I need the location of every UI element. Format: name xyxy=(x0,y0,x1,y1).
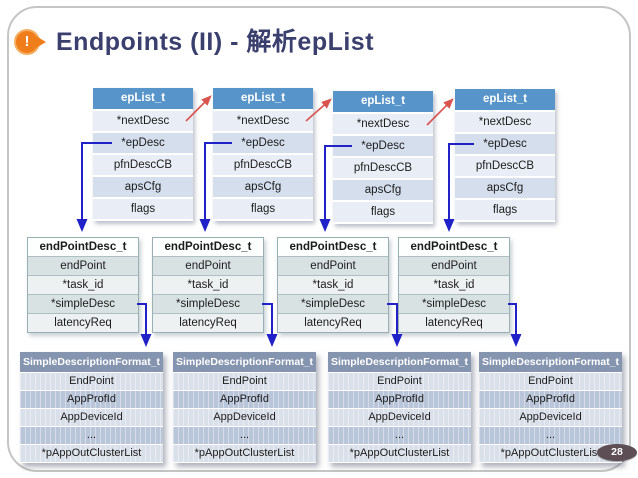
table-row: pfnDescCB xyxy=(455,156,555,178)
table-row: EndPoint xyxy=(173,373,316,391)
table-header: endPointDesc_t xyxy=(278,238,388,256)
table-row: flags xyxy=(333,202,433,224)
table-row: *task_id xyxy=(278,275,388,294)
table-row: endPoint xyxy=(399,256,509,275)
endpointdesc-table-3: endPointDesc_t endPoint *task_id *simple… xyxy=(277,237,389,333)
table-row: *epDesc xyxy=(455,134,555,156)
table-header: epList_t xyxy=(93,88,193,111)
table-row: AppDeviceId xyxy=(20,409,163,427)
simpledesc-table-3: SimpleDescriptionFormat_t EndPoint AppPr… xyxy=(328,352,471,463)
table-row: *pAppOutClusterList xyxy=(479,445,622,463)
table-header: epList_t xyxy=(455,89,555,112)
table-row: EndPoint xyxy=(479,373,622,391)
table-header: SimpleDescriptionFormat_t xyxy=(173,352,316,373)
table-header: endPointDesc_t xyxy=(399,238,509,256)
table-row: apsCfg xyxy=(93,177,193,199)
table-row: AppProfId xyxy=(173,391,316,409)
table-row: pfnDescCB xyxy=(333,158,433,180)
page-number-badge: 28 xyxy=(597,444,637,461)
table-row: *task_id xyxy=(28,275,138,294)
simpledesc-table-2: SimpleDescriptionFormat_t EndPoint AppPr… xyxy=(173,352,316,463)
table-row: latencyReq xyxy=(153,313,263,332)
endpointdesc-table-2: endPointDesc_t endPoint *task_id *simple… xyxy=(152,237,264,333)
table-row: endPoint xyxy=(28,256,138,275)
table-row: AppDeviceId xyxy=(328,409,471,427)
table-row: AppDeviceId xyxy=(173,409,316,427)
eplist-table-3: epList_t *nextDesc *epDesc pfnDescCB aps… xyxy=(333,91,433,224)
endpointdesc-table-4: endPointDesc_t endPoint *task_id *simple… xyxy=(398,237,510,333)
table-row: flags xyxy=(455,200,555,222)
table-row: *pAppOutClusterList xyxy=(20,445,163,463)
table-row: *simpleDesc xyxy=(153,294,263,313)
table-row: *nextDesc xyxy=(93,111,193,133)
table-row: flags xyxy=(213,199,313,221)
table-header: SimpleDescriptionFormat_t xyxy=(328,352,471,373)
table-row: *nextDesc xyxy=(333,114,433,136)
table-row: *nextDesc xyxy=(455,112,555,134)
table-row: flags xyxy=(93,199,193,221)
table-row: *epDesc xyxy=(213,133,313,155)
table-row: ... xyxy=(173,427,316,445)
table-row: latencyReq xyxy=(399,313,509,332)
table-row: *simpleDesc xyxy=(28,294,138,313)
table-row: *task_id xyxy=(399,275,509,294)
table-row: pfnDescCB xyxy=(93,155,193,177)
table-row: apsCfg xyxy=(333,180,433,202)
endpointdesc-table-1: endPointDesc_t endPoint *task_id *simple… xyxy=(27,237,139,333)
table-row: latencyReq xyxy=(278,313,388,332)
table-header: SimpleDescriptionFormat_t xyxy=(20,352,163,373)
slide-title-bar: ! Endpoints (II) - 解析epList xyxy=(14,22,374,58)
table-row: apsCfg xyxy=(213,177,313,199)
eplist-table-1: epList_t *nextDesc *epDesc pfnDescCB aps… xyxy=(93,88,193,221)
eplist-table-2: epList_t *nextDesc *epDesc pfnDescCB aps… xyxy=(213,88,313,221)
table-header: epList_t xyxy=(333,91,433,114)
table-row: *epDesc xyxy=(333,136,433,158)
table-row: latencyReq xyxy=(28,313,138,332)
table-row: EndPoint xyxy=(328,373,471,391)
table-row: *pAppOutClusterList xyxy=(328,445,471,463)
table-header: endPointDesc_t xyxy=(153,238,263,256)
table-row: *task_id xyxy=(153,275,263,294)
table-row: pfnDescCB xyxy=(213,155,313,177)
simpledesc-table-1: SimpleDescriptionFormat_t EndPoint AppPr… xyxy=(20,352,163,463)
table-row: ... xyxy=(479,427,622,445)
table-row: AppProfId xyxy=(479,391,622,409)
table-row: *simpleDesc xyxy=(399,294,509,313)
table-row: *pAppOutClusterList xyxy=(173,445,316,463)
table-row: endPoint xyxy=(153,256,263,275)
table-row: *nextDesc xyxy=(213,111,313,133)
table-header: SimpleDescriptionFormat_t xyxy=(479,352,622,373)
table-row: apsCfg xyxy=(455,178,555,200)
table-row: AppDeviceId xyxy=(479,409,622,427)
eplist-table-4: epList_t *nextDesc *epDesc pfnDescCB aps… xyxy=(455,89,555,222)
exclamation-callout-icon: ! xyxy=(14,29,46,55)
table-row: endPoint xyxy=(278,256,388,275)
slide-title: Endpoints (II) - 解析epList xyxy=(56,28,375,56)
table-row: AppProfId xyxy=(20,391,163,409)
table-header: endPointDesc_t xyxy=(28,238,138,256)
table-row: *simpleDesc xyxy=(278,294,388,313)
table-row: *epDesc xyxy=(93,133,193,155)
table-header: epList_t xyxy=(213,88,313,111)
table-row: EndPoint xyxy=(20,373,163,391)
simpledesc-table-4: SimpleDescriptionFormat_t EndPoint AppPr… xyxy=(479,352,622,463)
table-row: ... xyxy=(328,427,471,445)
table-row: AppProfId xyxy=(328,391,471,409)
table-row: ... xyxy=(20,427,163,445)
